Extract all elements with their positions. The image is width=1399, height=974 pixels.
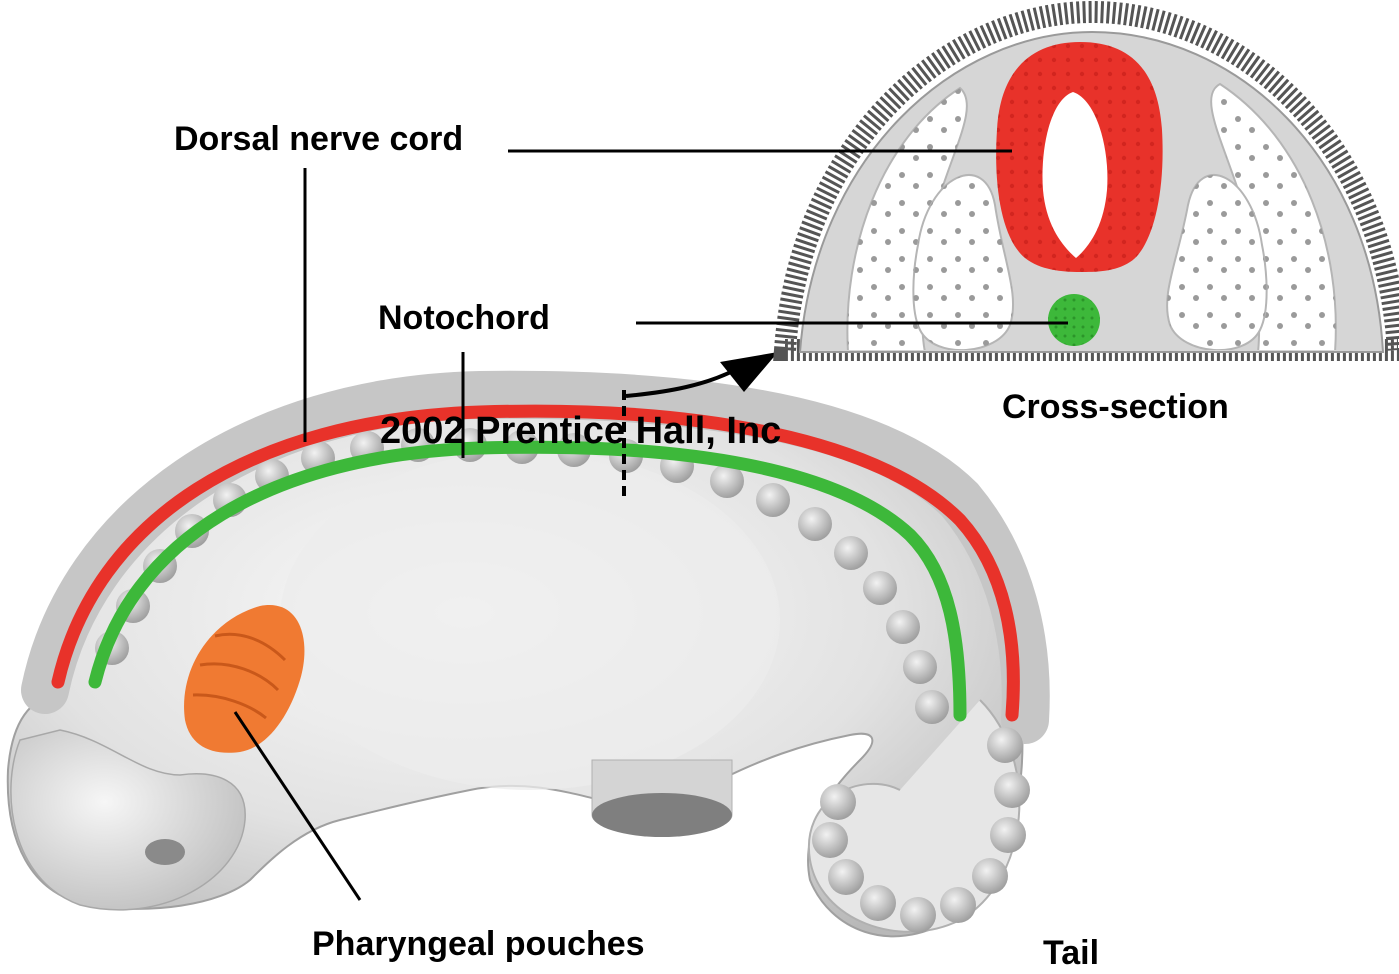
cross-section-label: Cross-section <box>1002 390 1229 424</box>
mouth-opening <box>145 839 185 865</box>
tail-label: Tail <box>1043 936 1099 970</box>
yolk-stalk <box>592 793 732 837</box>
pharyngeal-pouches-label: Pharyngeal pouches <box>312 927 645 961</box>
cross-section <box>785 12 1398 352</box>
notochord-label: Notochord <box>378 301 550 335</box>
dorsal-nerve-cord-label: Dorsal nerve cord <box>174 122 463 156</box>
copyright-label: 2002 Prentice Hall, Inc <box>380 412 781 450</box>
